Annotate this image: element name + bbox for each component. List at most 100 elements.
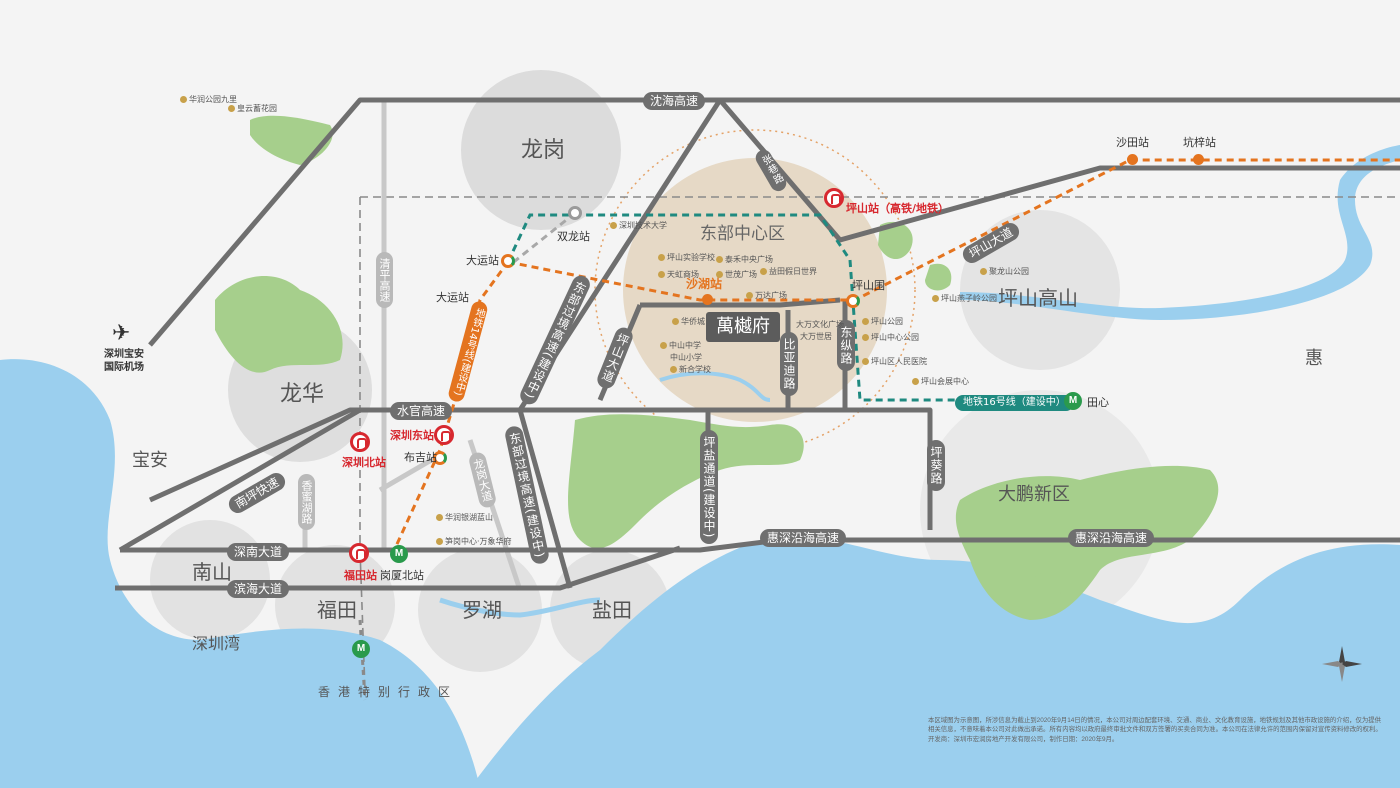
station-shenzhen-east: 深圳东站 (390, 429, 434, 442)
district-longhua: 龙华 (280, 382, 325, 407)
road-label-shennan: 深南大道 (227, 543, 290, 561)
district-center: 东部中心区 (700, 224, 785, 244)
road-center-arc (640, 297, 841, 308)
poi: 深圳技术大学 (610, 222, 667, 230)
center-ring (594, 129, 916, 451)
river-center (659, 371, 771, 402)
poi: 聚龙山公园 (980, 268, 1029, 276)
airport-icon: ✈ (112, 320, 131, 345)
green-area (925, 263, 952, 291)
district-hui: 惠 (1305, 348, 1323, 369)
station-shatian: 沙田站 (1116, 136, 1149, 149)
station-pingshanwei: 坪山围 (852, 279, 885, 292)
road-shenhai (148, 97, 1400, 347)
road-label-huishen-2: 惠深沿海高速 (1068, 529, 1155, 547)
station-dayun-2: 大运站 (436, 291, 469, 304)
station-dayun: 大运站 (466, 254, 499, 267)
district-shenzhen-bay: 深圳湾 (192, 634, 241, 653)
station-gangxia: 岗厦北站 (380, 569, 424, 582)
poi: 坪山燕子岭公园 (932, 295, 997, 303)
station-shahu: 沙湖站 (686, 277, 723, 291)
district-luohu: 罗湖 (462, 598, 502, 622)
metro16-line (506, 213, 1060, 402)
station-dot (1127, 154, 1138, 165)
poi: 华润银湖蓝山 (436, 514, 493, 522)
metro-icon: M (390, 545, 408, 563)
road-label-dongzong: 东纵路 (837, 320, 855, 371)
rail-station-icon (350, 432, 370, 452)
metro-icon: M (1064, 392, 1082, 410)
green-area (568, 414, 804, 549)
poi: 益田假日世界 (760, 268, 817, 276)
road-label-shenhai: 沈海高速 (643, 92, 706, 110)
rail-station-icon (434, 425, 454, 445)
interchange-icon (846, 294, 860, 308)
project-label: 萬樾府 (706, 312, 780, 342)
district-nanshan: 南山 (192, 560, 232, 584)
district-hk: 香港特别行政区 (318, 685, 459, 699)
poi: 坪山实验学校 (658, 254, 715, 262)
district-baoan: 宝安 (132, 450, 168, 471)
road-label-binhai: 滨海大道 (227, 580, 290, 598)
road-link (378, 452, 442, 493)
river-shenzhen (439, 597, 601, 618)
poi: 大万世居 (800, 332, 832, 341)
green-area (215, 276, 343, 373)
district-futian: 福田 (317, 598, 357, 622)
district-dapeng: 大鹏新区 (998, 484, 1070, 505)
poi: 中山小学 (670, 353, 702, 362)
poi: 坪山区人民医院 (862, 358, 927, 366)
green-area (250, 115, 333, 165)
road-label-pingkui: 坪葵路 (927, 440, 945, 491)
poi: 世茂广场 (716, 271, 757, 279)
district-longgang: 龙岗 (521, 138, 566, 163)
district-pingshan: 坪山高山 (998, 286, 1078, 310)
poi: 中山中学 (660, 342, 701, 350)
poi: 坪山公园 (862, 318, 903, 326)
poi: 新合学校 (670, 366, 711, 374)
poi: 万达广场 (746, 292, 787, 300)
station-shenzhen-north: 深圳北站 (342, 456, 386, 469)
poi: 皇云蓄花园 (228, 105, 277, 113)
metro-icon: M (352, 640, 370, 658)
rail-station-icon (349, 543, 369, 563)
station-futian: 福田站 (344, 569, 377, 582)
airport-label: 深圳宝安国际机场 (104, 349, 144, 373)
sea-east (470, 536, 1400, 788)
poi: 坪山中心公园 (862, 334, 919, 342)
station-dot (568, 206, 582, 220)
metro16-label: 地铁16号线（建设中） (955, 395, 1074, 411)
road-label-qingping: 清平高速 (376, 252, 393, 308)
rail-station-icon (824, 188, 844, 208)
green-area (878, 221, 913, 260)
interchange-icon (433, 451, 447, 465)
poi: 泰禾中央广场 (716, 256, 773, 264)
sea-west (0, 359, 480, 788)
station-dot (702, 294, 713, 305)
poi: 华润公园九里 (180, 96, 237, 104)
poi: 天虹商场 (658, 271, 699, 279)
road-nanping (118, 407, 362, 553)
poi: 大万文化广场 (796, 320, 844, 329)
road-dongbu-south (517, 409, 573, 589)
center-halo (623, 158, 887, 422)
district-halo-longgang (461, 70, 621, 230)
poi: 笋岗中心·万象华府 (436, 538, 512, 546)
poi: 坪山会展中心 (912, 378, 969, 386)
road-label-pingyan: 坪盐通道(建设中) (700, 430, 718, 545)
station-tianxin: 田心 (1087, 396, 1109, 409)
disclaimer-text: 本区域图为示意图，所涉信息为截止到2020年9月14日的情况，本公司对周边配套环… (928, 717, 1382, 743)
road-label-xiangmihu: 香蜜湖路 (298, 474, 315, 530)
compass-icon (1322, 646, 1362, 682)
road-label-shuiguan: 水官高速 (390, 402, 453, 420)
boundary-line (359, 549, 366, 691)
metro-gray-line (509, 211, 576, 267)
road-label-biya: 比亚迪路 (780, 332, 798, 396)
district-halo-pingshan (960, 210, 1120, 370)
green-area (1035, 573, 1061, 604)
poi: 华侨城 (672, 318, 705, 326)
station-bujie: 布吉站 (404, 451, 437, 464)
road-label-huishen-1: 惠深沿海高速 (760, 529, 847, 547)
metro-hk-line (358, 619, 367, 701)
